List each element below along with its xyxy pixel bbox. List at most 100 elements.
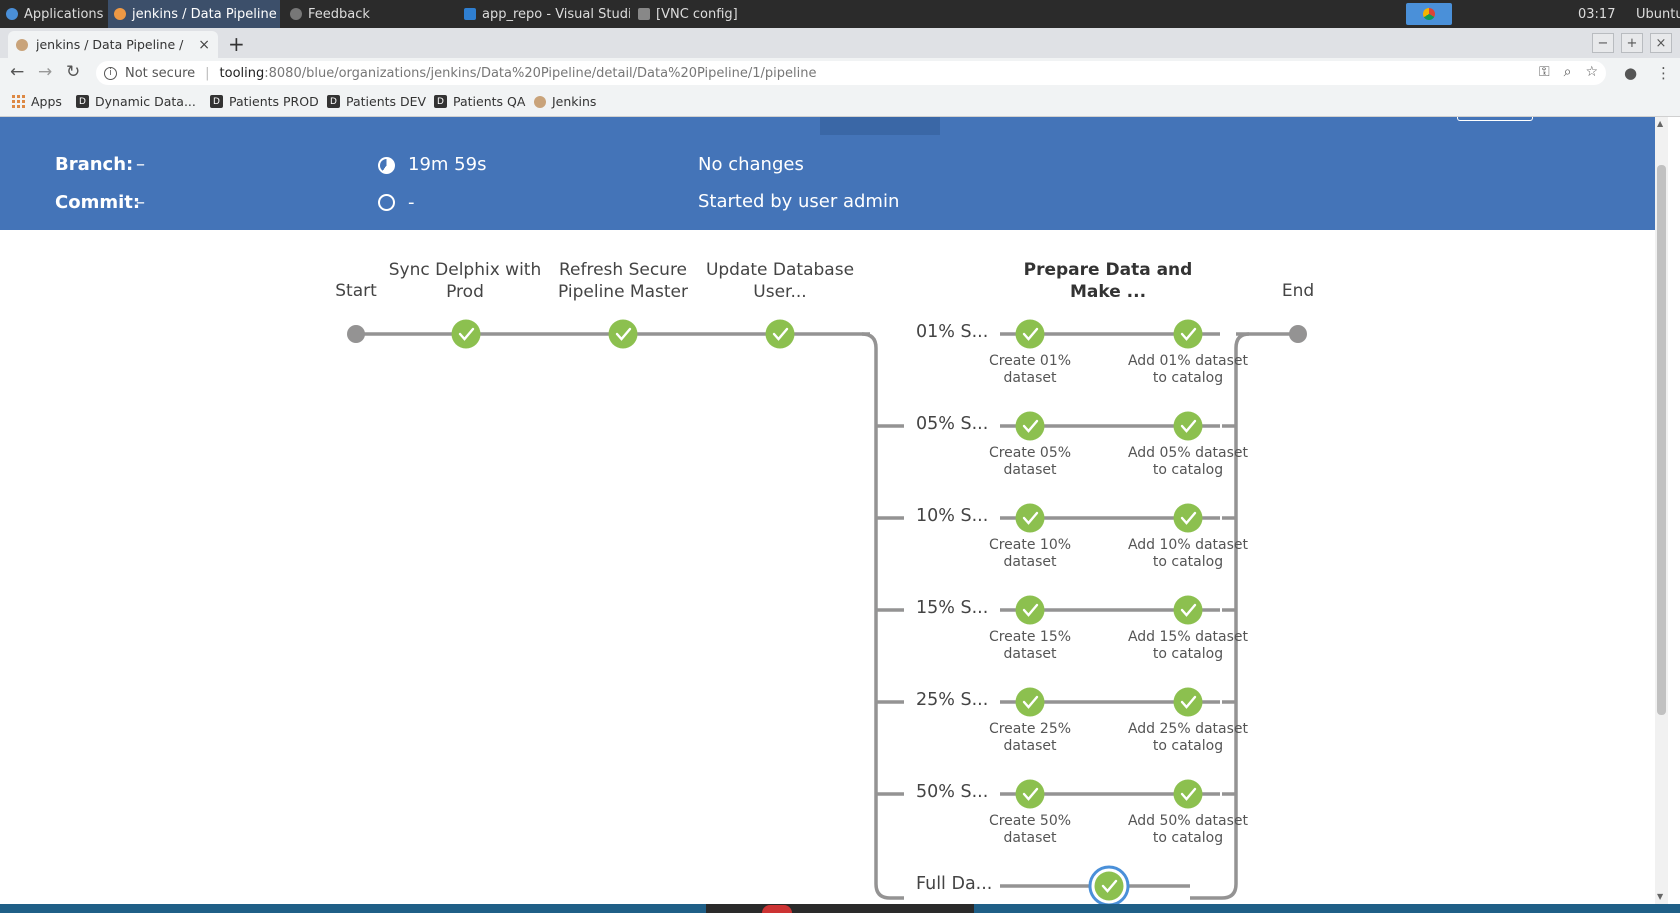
security-label: Not secure	[125, 65, 196, 81]
app-icon	[290, 8, 302, 20]
step-node-add-3[interactable]	[1173, 595, 1203, 625]
step-node-add-5[interactable]	[1173, 779, 1203, 809]
step-label-create-15: Create 15%dataset	[988, 629, 1072, 662]
step-label-create-10: Create 10%dataset	[988, 537, 1072, 570]
browser-tab-active[interactable]: jenkins / Data Pipeline / #1 ×	[8, 31, 218, 58]
dock	[706, 904, 974, 913]
stage-node-2[interactable]	[765, 319, 795, 349]
bookmark-patients-qa[interactable]: D Patients QA	[434, 94, 525, 109]
branch-label-05[interactable]: 05% S...	[916, 414, 989, 434]
bookmark-apps[interactable]: Apps	[12, 94, 62, 109]
taskbar-window-vscode[interactable]: app_repo - Visual Studi...	[458, 0, 630, 28]
stage-title-refresh-secure[interactable]: Refresh Secure Pipeline Master	[558, 260, 688, 302]
stage-title-prepare-data[interactable]: Prepare Data and Make ...	[1023, 260, 1193, 302]
ubuntu-logo-icon	[6, 8, 18, 20]
stage-node-0[interactable]	[451, 319, 481, 349]
pipeline-graph	[347, 319, 1307, 904]
commit-label: Commit:	[55, 192, 141, 213]
zoom-icon[interactable]: ⌕	[1563, 64, 1572, 80]
end-label: End	[1281, 281, 1315, 301]
separator: |	[205, 65, 210, 81]
scroll-down-icon[interactable]: ▼	[1657, 892, 1664, 901]
step-node-create-4[interactable]	[1015, 687, 1045, 717]
end-node[interactable]	[1289, 325, 1307, 343]
edge-fork-spine	[861, 332, 904, 900]
branch-label-50[interactable]: 50% S...	[916, 782, 989, 802]
taskbar-window-jenkins[interactable]: jenkins / Data Pipeline /...	[108, 0, 280, 28]
forward-icon[interactable]: →	[38, 62, 53, 82]
branch-label-15[interactable]: 15% S...	[916, 598, 989, 618]
url-path: :8080/blue/organizations/jenkins/Data%20…	[264, 65, 817, 81]
taskbar-window-feedback[interactable]: Feedback	[284, 0, 454, 28]
new-tab-button[interactable]: +	[228, 32, 245, 56]
step-node-add-0[interactable]	[1173, 319, 1203, 349]
bookmark-patients-prod[interactable]: D Patients PROD	[210, 94, 319, 109]
jenkins-icon	[534, 95, 546, 108]
clock: 03:17	[1578, 6, 1616, 22]
step-node-create-0[interactable]	[1015, 319, 1045, 349]
taskbar-window-vnc[interactable]: [VNC config]	[632, 0, 802, 28]
browser-tabstrip: jenkins / Data Pipeline / #1 × + − + ×	[0, 28, 1680, 58]
chrome-icon	[114, 8, 126, 20]
d-icon: D	[210, 95, 223, 108]
branch-label-25[interactable]: 25% S...	[916, 690, 989, 710]
step-node-full[interactable]	[1088, 865, 1130, 904]
changes-text: No changes	[698, 154, 804, 175]
branch-value: –	[136, 154, 145, 175]
back-icon[interactable]: ←	[10, 62, 25, 82]
branch-label-10[interactable]: 10% S...	[916, 506, 989, 526]
stage-title-update-database[interactable]: Update Database User...	[705, 260, 855, 302]
page-scrollbar[interactable]: ▲ ▼	[1655, 117, 1668, 904]
scroll-up-icon[interactable]: ▲	[1657, 119, 1664, 128]
step-node-create-5[interactable]	[1015, 779, 1045, 809]
address-bar[interactable]: i Not secure | tooling :8080/blue/organi…	[96, 61, 1606, 85]
step-node-create-2[interactable]	[1015, 503, 1045, 533]
stage-title-sync-delphix[interactable]: Sync Delphix with Prod	[388, 260, 542, 302]
step-label-create-01: Create 01%dataset	[988, 353, 1072, 386]
commit-value: –	[136, 192, 145, 213]
window-icon	[638, 8, 650, 20]
vscode-icon	[464, 8, 476, 20]
pipeline-nodes	[347, 319, 1307, 904]
info-icon[interactable]: i	[104, 66, 117, 80]
user-menu[interactable]: Ubuntu	[1636, 6, 1680, 22]
bookmark-dynamic-data[interactable]: D Dynamic Data...	[76, 94, 196, 109]
step-node-create-1[interactable]	[1015, 411, 1045, 441]
jenkins-icon	[16, 38, 28, 51]
close-window-button[interactable]: ×	[1650, 33, 1672, 53]
applications-menu[interactable]: Applications	[0, 0, 104, 28]
tray-chrome-icon[interactable]	[1406, 3, 1452, 25]
profile-icon[interactable]: ●	[1624, 64, 1638, 82]
step-label-create-25: Create 25%dataset	[988, 721, 1072, 754]
stage-node-1[interactable]	[608, 319, 638, 349]
close-tab-icon[interactable]: ×	[198, 36, 210, 53]
reload-icon[interactable]: ↻	[66, 62, 81, 82]
browser-toolbar: ← → ↻ i Not secure | tooling :8080/blue/…	[0, 58, 1680, 88]
step-node-add-4[interactable]	[1173, 687, 1203, 717]
step-node-add-2[interactable]	[1173, 503, 1203, 533]
run-details-banner: Branch: – Commit: – 19m 59s - No changes…	[0, 117, 1655, 230]
branch-label-full[interactable]: Full Da...	[916, 874, 993, 894]
minimize-button[interactable]: −	[1592, 33, 1614, 53]
duration-value: 19m 59s	[408, 154, 487, 175]
branch-label-01[interactable]: 01% S...	[916, 322, 989, 342]
start-node[interactable]	[347, 325, 365, 343]
scroll-thumb[interactable]	[1657, 165, 1666, 715]
bookmark-patients-dev[interactable]: D Patients DEV	[327, 94, 426, 109]
header-button-edge[interactable]	[1457, 117, 1533, 121]
step-label-create-50: Create 50%dataset	[988, 813, 1072, 846]
star-icon[interactable]: ☆	[1585, 64, 1598, 80]
step-node-create-3[interactable]	[1015, 595, 1045, 625]
step-node-add-1[interactable]	[1173, 411, 1203, 441]
os-taskbar: Applications jenkins / Data Pipeline /..…	[0, 0, 1680, 28]
key-icon[interactable]: ⚿	[1538, 64, 1550, 80]
dock-app-icon[interactable]	[762, 905, 792, 913]
apps-grid-icon	[12, 95, 25, 108]
bookmark-jenkins[interactable]: Jenkins	[534, 94, 596, 109]
menu-kebab-icon[interactable]: ⋮	[1656, 64, 1671, 82]
maximize-button[interactable]: +	[1621, 33, 1643, 53]
